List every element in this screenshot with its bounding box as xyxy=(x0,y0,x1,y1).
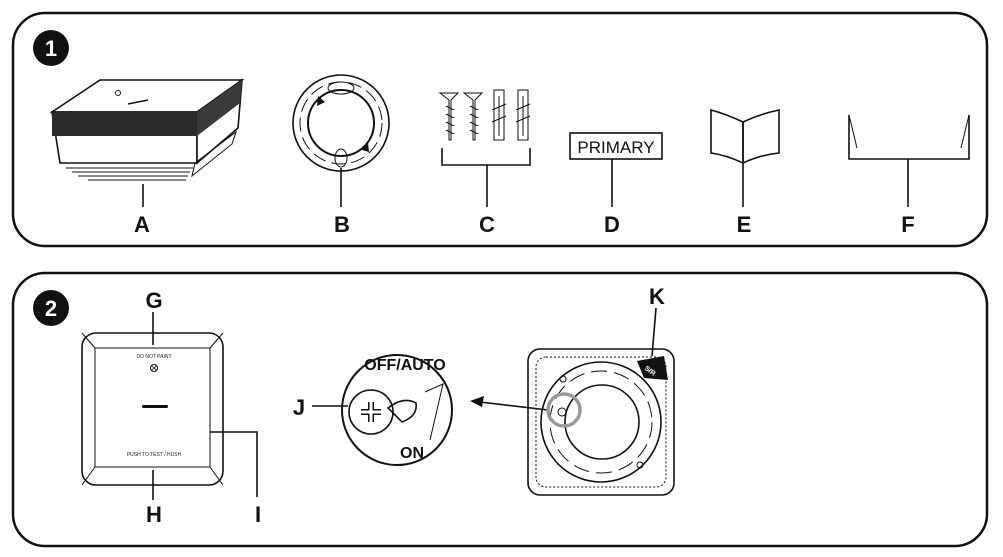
label-j: J xyxy=(293,395,305,420)
step-1-number: 1 xyxy=(45,36,57,61)
step-2-badge: 2 xyxy=(33,290,69,326)
off-auto-label: OFF/AUTO xyxy=(364,357,445,374)
step-1-badge: 1 xyxy=(33,30,69,66)
do-not-paint-text: DO NOT PAINT xyxy=(136,354,171,360)
label-g: G xyxy=(145,288,162,313)
part-f-card: F xyxy=(848,114,970,237)
label-h: H xyxy=(146,502,162,527)
label-k: K xyxy=(649,284,665,309)
label-i: I xyxy=(255,502,261,527)
part-c-screws: C xyxy=(438,89,531,237)
panel-2: 2 DO NOT PAINT PUSH TO TEST / HUSH G H I xyxy=(11,271,989,548)
detector-front: DO NOT PAINT PUSH TO TEST / HUSH G H I xyxy=(81,288,261,527)
part-e-manual: E xyxy=(710,108,780,237)
part-a-detector: A xyxy=(49,78,245,237)
push-to-test-text: PUSH TO TEST / HUSH xyxy=(127,452,182,458)
label-f: F xyxy=(901,212,914,237)
label-c: C xyxy=(479,212,495,237)
detector-back: S/R K xyxy=(527,284,675,496)
switch-zoom: OFF/AUTO ON J xyxy=(293,354,453,466)
label-e: E xyxy=(737,212,752,237)
part-b-bracket: B xyxy=(292,74,390,237)
label-d: D xyxy=(604,212,620,237)
label-a: A xyxy=(134,212,150,237)
battery-text: PRIMARY xyxy=(577,138,654,157)
part-d-battery: PRIMARY D xyxy=(569,132,663,237)
step-2-number: 2 xyxy=(45,296,57,321)
zoom-arrow xyxy=(470,396,549,411)
label-b: B xyxy=(334,212,350,237)
panel-1: 1 A xyxy=(11,11,989,248)
on-label: ON xyxy=(400,445,424,462)
